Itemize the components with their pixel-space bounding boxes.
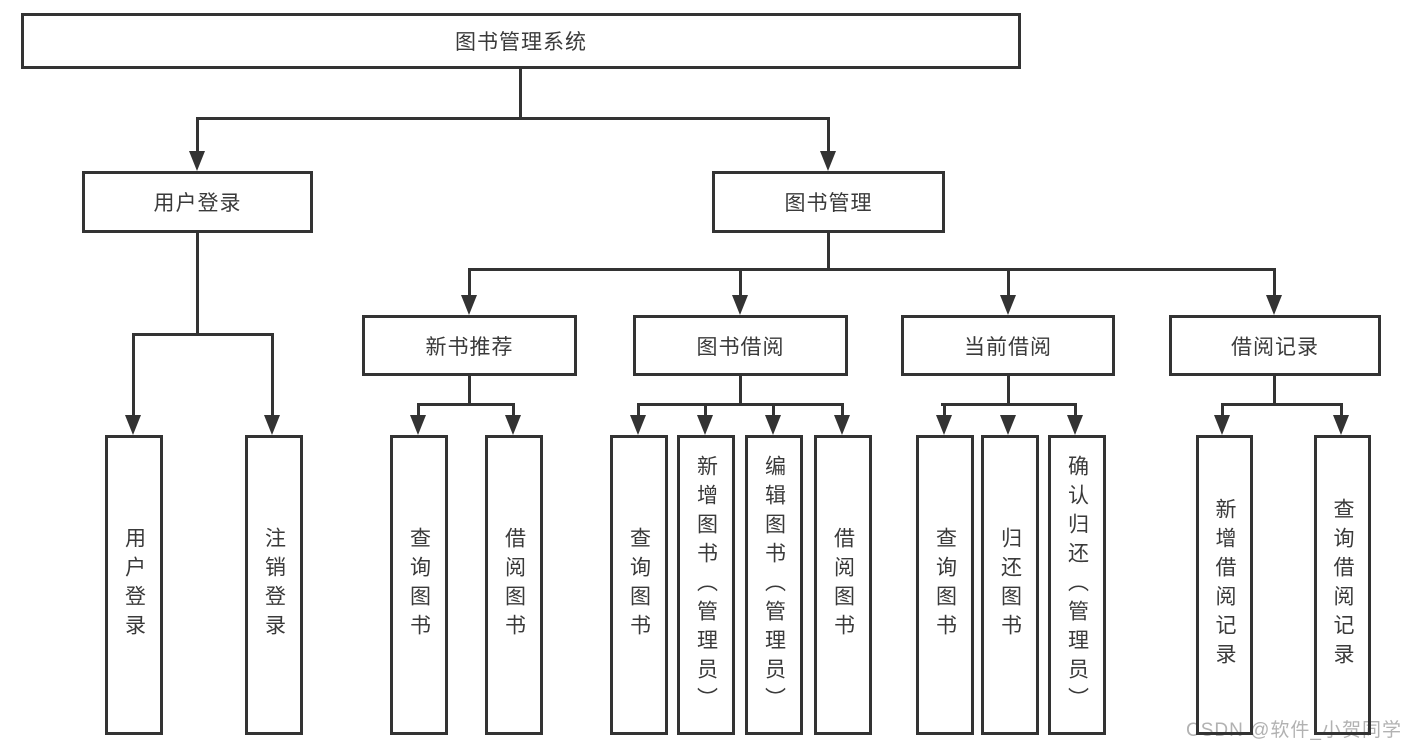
connector-line [827, 117, 830, 152]
leaf-borrow-books: 借阅图书 [814, 435, 872, 735]
connector-line [739, 268, 742, 296]
connector-line [637, 403, 640, 416]
connector-line [1074, 403, 1077, 416]
arrow-down-icon [1266, 295, 1282, 315]
connector-line [132, 333, 274, 336]
node-user-login: 用户登录 [82, 171, 313, 233]
node-book-borrow: 图书借阅 [633, 315, 848, 376]
connector-line [512, 403, 515, 416]
arrow-down-icon [189, 151, 205, 171]
connector-line [417, 403, 420, 416]
connector-line [1273, 376, 1276, 406]
connector-line [1007, 268, 1010, 296]
arrow-down-icon [697, 415, 713, 435]
arrow-down-icon [630, 415, 646, 435]
connector-line [468, 376, 471, 406]
arrow-down-icon [410, 415, 426, 435]
leaf-confirm-return-admin: 确认归还（管理员） [1048, 435, 1106, 735]
arrow-down-icon [505, 415, 521, 435]
leaf-return-books: 归还图书 [981, 435, 1039, 735]
arrow-down-icon [834, 415, 850, 435]
connector-line [941, 403, 1077, 406]
connector-line [196, 233, 199, 335]
csdn-watermark: CSDN @软件_小贺同学 [1186, 720, 1402, 741]
leaf-query-books: 查询图书 [916, 435, 974, 735]
connector-line [1273, 268, 1276, 296]
arrow-down-icon [820, 151, 836, 171]
arrow-down-icon [732, 295, 748, 315]
connector-line [196, 117, 199, 152]
connector-line [827, 233, 830, 271]
node-book-management: 图书管理 [712, 171, 945, 233]
arrow-down-icon [1000, 295, 1016, 315]
connector-line [772, 403, 775, 416]
arrow-down-icon [936, 415, 952, 435]
connector-line [1221, 403, 1224, 416]
arrow-down-icon [1333, 415, 1349, 435]
node-borrow-records: 借阅记录 [1169, 315, 1381, 376]
arrow-down-icon [1000, 415, 1016, 435]
leaf-query-books: 查询图书 [390, 435, 448, 735]
leaf-add-borrow-record: 新增借阅记录 [1196, 435, 1253, 735]
connector-line [519, 69, 522, 119]
connector-line [1221, 403, 1343, 406]
connector-line [739, 376, 742, 406]
connector-line [271, 333, 274, 415]
arrow-down-icon [264, 415, 280, 435]
node-new-book-recommend: 新书推荐 [362, 315, 577, 376]
arrow-down-icon [1067, 415, 1083, 435]
leaf-borrow-books: 借阅图书 [485, 435, 543, 735]
leaf-edit-books-admin: 编辑图书（管理员） [745, 435, 803, 735]
node-root-library-system: 图书管理系统 [21, 13, 1021, 69]
leaf-logout: 注销登录 [245, 435, 303, 735]
leaf-query-books: 查询图书 [610, 435, 668, 735]
connector-line [637, 403, 843, 406]
arrow-down-icon [765, 415, 781, 435]
leaf-user-login: 用户登录 [105, 435, 163, 735]
node-current-borrow: 当前借阅 [901, 315, 1115, 376]
arrow-down-icon [1214, 415, 1230, 435]
connector-line [1340, 403, 1343, 416]
connector-line [468, 268, 1276, 271]
connector-line [196, 117, 830, 120]
arrow-down-icon [461, 295, 477, 315]
connector-line [417, 403, 514, 406]
connector-line [841, 403, 844, 416]
connector-line [1007, 376, 1010, 406]
connector-line [468, 268, 471, 296]
connector-line [132, 333, 135, 415]
arrow-down-icon [125, 415, 141, 435]
connector-line [943, 403, 946, 416]
connector-line [704, 403, 707, 416]
leaf-query-borrow-record: 查询借阅记录 [1314, 435, 1371, 735]
leaf-add-books-admin: 新增图书（管理员） [677, 435, 735, 735]
